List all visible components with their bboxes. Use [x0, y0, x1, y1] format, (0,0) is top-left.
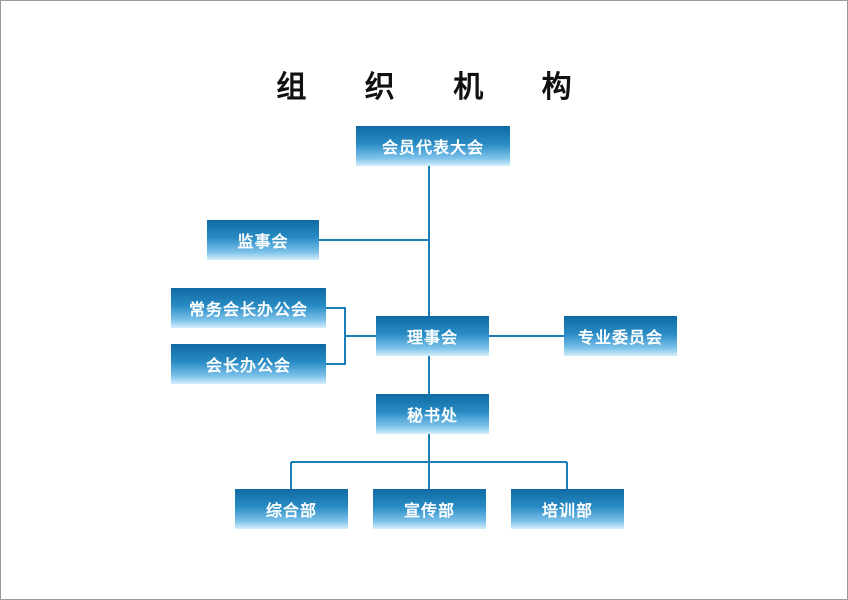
node-training-dept: 培训部 — [511, 489, 624, 529]
node-standing-office: 常务会长办公会 — [171, 288, 326, 328]
node-council: 理事会 — [376, 316, 489, 356]
node-committees: 专业委员会 — [564, 316, 677, 356]
page-title: 组 织 机 构 — [276, 70, 596, 105]
node-supervisory: 监事会 — [207, 220, 319, 260]
node-secretariat: 秘书处 — [376, 394, 489, 434]
node-assembly: 会员代表大会 — [356, 126, 510, 166]
node-publicity-dept: 宣传部 — [373, 489, 486, 529]
offices-bracket — [326, 307, 346, 365]
node-president-office: 会长办公会 — [171, 344, 326, 384]
node-general-dept: 综合部 — [235, 489, 348, 529]
